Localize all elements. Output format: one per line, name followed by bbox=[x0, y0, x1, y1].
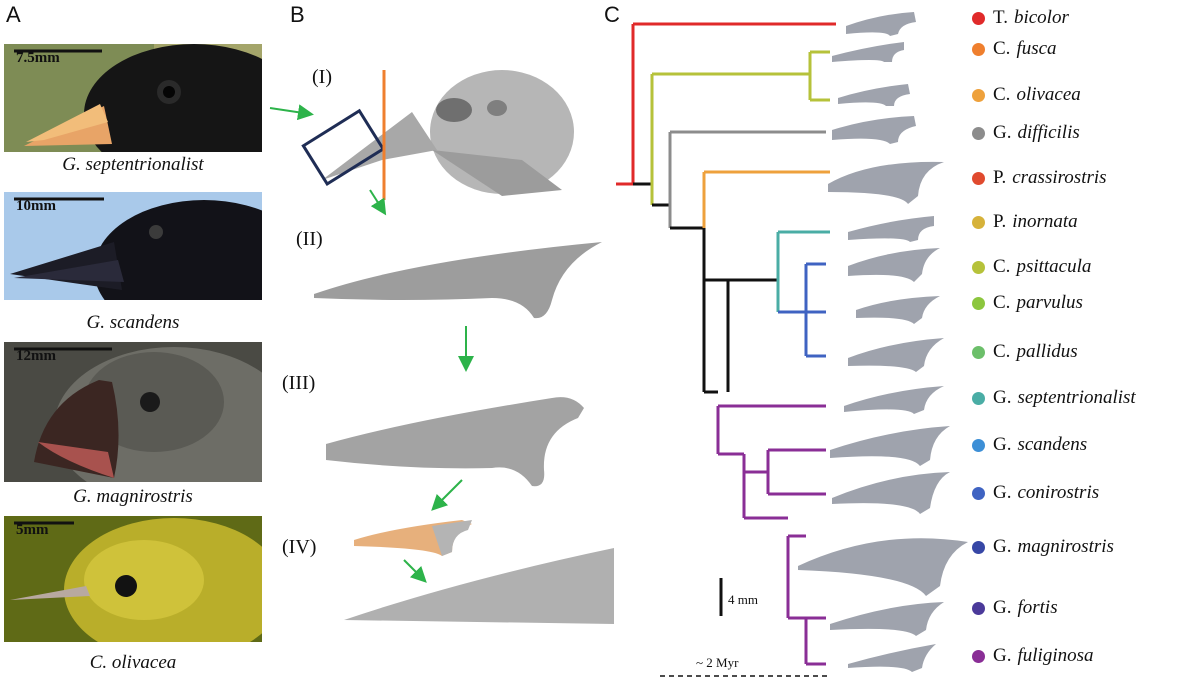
legend-item: G.scandens bbox=[972, 433, 1087, 457]
time-bar-label: ~ 2 Myr bbox=[696, 655, 739, 670]
panel-a-label: A bbox=[6, 2, 21, 27]
legend-item: T.bicolor bbox=[972, 6, 1069, 30]
legend-item: C.parvulus bbox=[972, 291, 1083, 315]
legend-dot bbox=[972, 42, 985, 56]
beak-mesh-raw bbox=[314, 242, 602, 319]
finch-photo-septentrionalist: 7.5mm bbox=[4, 44, 262, 152]
legend-item: G.septentrionalist bbox=[972, 386, 1136, 410]
legend-dot bbox=[972, 88, 985, 102]
legend-dot bbox=[972, 601, 985, 615]
legend-item: C.olivacea bbox=[972, 83, 1081, 107]
scale-label: 7.5mm bbox=[16, 50, 60, 66]
panel-b-label: B bbox=[290, 2, 305, 27]
legend-item: C.pallidus bbox=[972, 340, 1078, 364]
stage-label: (II) bbox=[296, 228, 323, 250]
phylogenetic-tree bbox=[616, 12, 968, 677]
legend-dot bbox=[972, 11, 985, 25]
skull-scan bbox=[322, 70, 574, 196]
stage-label: (I) bbox=[312, 66, 332, 88]
legend-dot bbox=[972, 438, 985, 452]
scale-label: 5mm bbox=[16, 522, 49, 538]
photo-caption: G. magnirostris bbox=[73, 486, 193, 507]
legend-dot bbox=[972, 540, 985, 554]
legend-dot bbox=[972, 391, 985, 405]
finch-photo-scandens: 10mm bbox=[4, 192, 262, 300]
scale-label: 10mm bbox=[16, 198, 56, 214]
legend-item: G.fuliginosa bbox=[972, 644, 1094, 668]
legend-item: P.crassirostris bbox=[972, 166, 1107, 190]
beak-processing-illustration bbox=[269, 70, 614, 624]
photo-caption: G. scandens bbox=[86, 312, 180, 333]
stage-label: (III) bbox=[282, 372, 316, 394]
finch-photo-magnirostris: 12mm bbox=[4, 342, 262, 482]
scale-bar-label: 4 mm bbox=[728, 592, 758, 607]
legend-dot bbox=[972, 171, 985, 185]
legend-dot bbox=[972, 260, 985, 274]
legend-dot bbox=[972, 215, 985, 229]
photo-caption: C. olivacea bbox=[89, 652, 177, 673]
legend-item: C.fusca bbox=[972, 37, 1057, 61]
stage-label: (IV) bbox=[282, 536, 317, 558]
legend-item: G.difficilis bbox=[972, 121, 1080, 145]
selection-box bbox=[301, 108, 386, 187]
beak-tip-closeup bbox=[344, 548, 614, 624]
legend-dot bbox=[972, 296, 985, 310]
legend-dot bbox=[972, 486, 985, 500]
scale-label: 12mm bbox=[16, 348, 56, 364]
photo-caption: G. septentrionalist bbox=[62, 154, 204, 175]
legend-dot bbox=[972, 345, 985, 359]
legend-item: P.inornata bbox=[972, 210, 1078, 234]
legend-item: G.conirostris bbox=[972, 481, 1099, 505]
panel-c-label: C bbox=[604, 2, 620, 27]
legend-item: G.fortis bbox=[972, 596, 1058, 620]
finch-photo-olivacea: 5mm bbox=[4, 516, 262, 642]
legend-dot bbox=[972, 649, 985, 663]
legend-item: G.magnirostris bbox=[972, 535, 1114, 559]
legend-item: C.psittacula bbox=[972, 255, 1091, 279]
legend-dot bbox=[972, 126, 985, 140]
beak-mesh-smooth bbox=[326, 397, 584, 487]
